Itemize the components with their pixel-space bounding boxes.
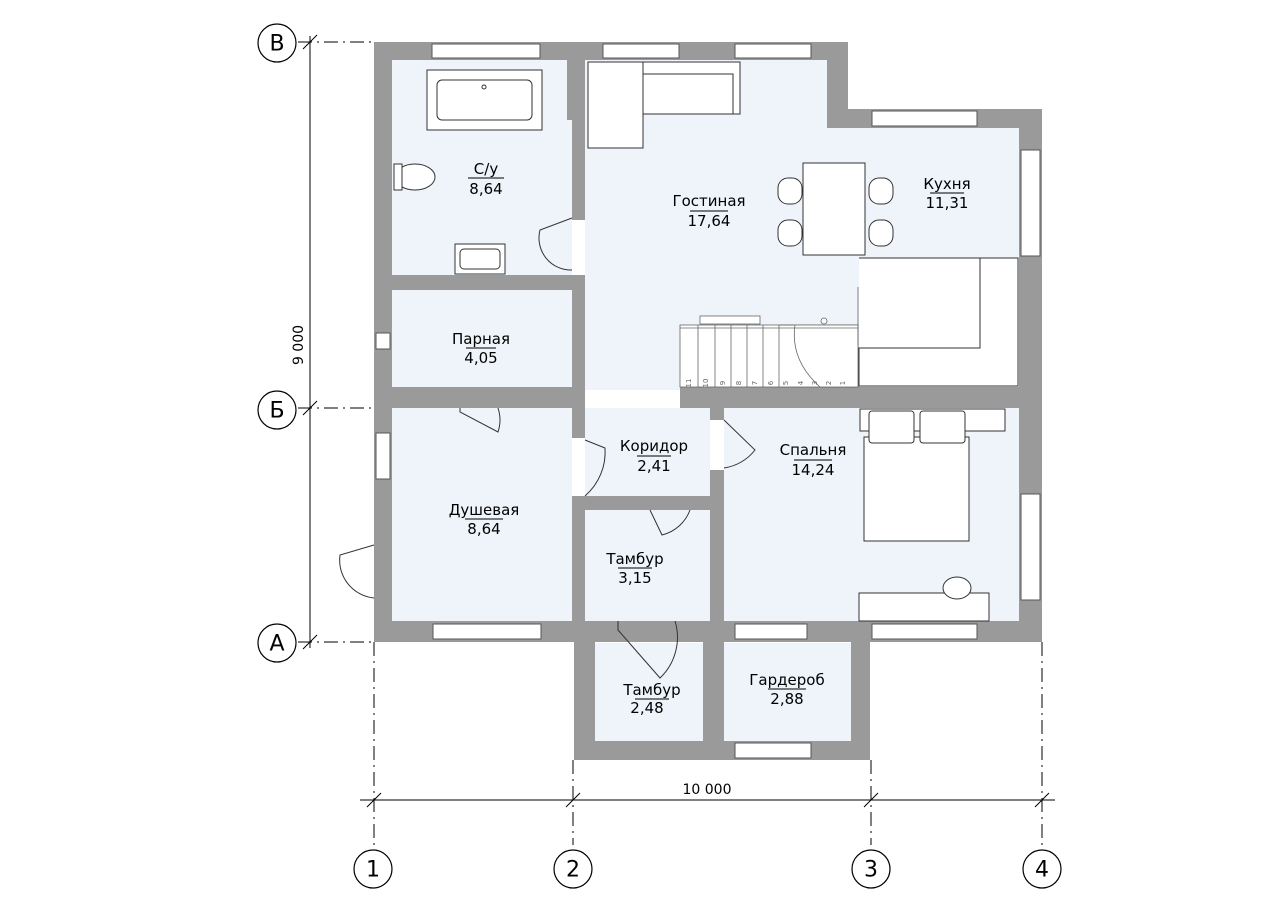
stair-step-number: 1 — [839, 381, 847, 385]
room-label-gostinaya: Гостиная 17,64 — [672, 192, 745, 230]
svg-text:В: В — [269, 32, 284, 57]
svg-text:11,31: 11,31 — [926, 194, 969, 212]
furniture — [393, 61, 1019, 622]
door-parnaya — [459, 407, 501, 433]
room-label-dushevaya: Душевая 8,64 — [449, 501, 520, 538]
svg-text:Тамбур: Тамбур — [605, 550, 663, 568]
svg-text:Коридор: Коридор — [620, 437, 688, 455]
svg-text:Спальня: Спальня — [780, 441, 847, 459]
svg-text:3: 3 — [864, 858, 878, 883]
svg-text:А: А — [269, 632, 284, 657]
svg-text:Гостиная: Гостиная — [672, 192, 745, 210]
svg-text:3,15: 3,15 — [618, 569, 651, 587]
room-label-garderob: Гардероб 2,88 — [749, 671, 824, 708]
stair-step-number: 10 — [702, 379, 710, 388]
door-koridor — [584, 439, 606, 497]
room-label-kuhnya: Кухня 11,31 — [923, 175, 970, 212]
axis-col-1: 1 — [353, 849, 393, 889]
axis-row-b: Б — [257, 390, 297, 430]
svg-text:17,64: 17,64 — [688, 212, 731, 230]
stair-step-number: 9 — [719, 381, 727, 385]
svg-text:4,05: 4,05 — [464, 349, 497, 367]
room-label-su: С/у 8,64 — [468, 160, 504, 198]
svg-text:1: 1 — [366, 858, 380, 883]
door-dushevaya — [339, 544, 375, 599]
stair-step-number: 7 — [751, 381, 759, 385]
svg-text:Душевая: Душевая — [449, 501, 520, 519]
svg-text:Кухня: Кухня — [923, 175, 970, 193]
door-spalnya — [723, 419, 756, 469]
stair-step-number: 11 — [685, 379, 693, 388]
svg-text:Тамбур: Тамбур — [622, 681, 680, 699]
svg-text:2,88: 2,88 — [770, 690, 803, 708]
svg-text:Парная: Парная — [452, 330, 510, 348]
dimension-horizontal: 10 000 — [683, 782, 732, 798]
svg-text:2,41: 2,41 — [637, 457, 670, 475]
room-label-spalnya: Спальня 14,24 — [780, 441, 847, 479]
door-entrance — [617, 620, 678, 679]
room-label-koridor: Коридор 2,41 — [620, 437, 688, 475]
axis-bubbles: В Б А 1 2 3 4 — [257, 23, 1062, 889]
axis-col-2: 2 — [553, 849, 593, 889]
dimension-vertical: 9 000 — [291, 325, 307, 365]
stair: 11 10 9 8 7 6 5 4 3 2 1 — [679, 287, 859, 388]
axis-row-a: А — [257, 623, 297, 663]
kitchen-counter — [859, 257, 981, 349]
svg-text:8,64: 8,64 — [469, 180, 502, 198]
stair-step-number: 3 — [811, 381, 819, 385]
axis-row-v: В — [257, 23, 297, 63]
svg-text:4: 4 — [1035, 858, 1049, 883]
grid-axes — [298, 41, 1043, 845]
stair-step-number: 4 — [797, 380, 805, 385]
svg-text:2: 2 — [566, 858, 580, 883]
svg-text:Б: Б — [269, 399, 284, 424]
stair-step-number: 6 — [767, 380, 775, 385]
stair-step-number: 8 — [735, 381, 743, 385]
room-label-parnaya: Парная 4,05 — [452, 330, 510, 367]
svg-text:Гардероб: Гардероб — [749, 671, 824, 689]
door-su — [538, 217, 573, 271]
room-labels: С/у 8,64 Гостиная 17,64 Кухня 11,31 Парн… — [449, 160, 971, 717]
svg-text:2,48: 2,48 — [630, 699, 663, 717]
stair-step-number: 5 — [782, 381, 790, 385]
svg-text:14,24: 14,24 — [792, 461, 835, 479]
doors — [339, 217, 756, 679]
stair-step-number: 2 — [825, 381, 833, 385]
desk — [858, 592, 990, 622]
windows — [375, 43, 1041, 759]
svg-text:8,64: 8,64 — [467, 520, 500, 538]
room-label-tambur-1: Тамбур 3,15 — [605, 550, 663, 587]
room-label-tambur-2: Тамбур 2,48 — [622, 681, 680, 717]
svg-text:С/у: С/у — [474, 160, 499, 178]
bed — [863, 436, 970, 542]
door-tambur — [649, 509, 691, 536]
axis-col-4: 4 — [1022, 849, 1062, 889]
axis-col-3: 3 — [851, 849, 891, 889]
dining-table — [802, 162, 866, 256]
dimension-lines: 9 000 10 000 — [291, 34, 1055, 808]
